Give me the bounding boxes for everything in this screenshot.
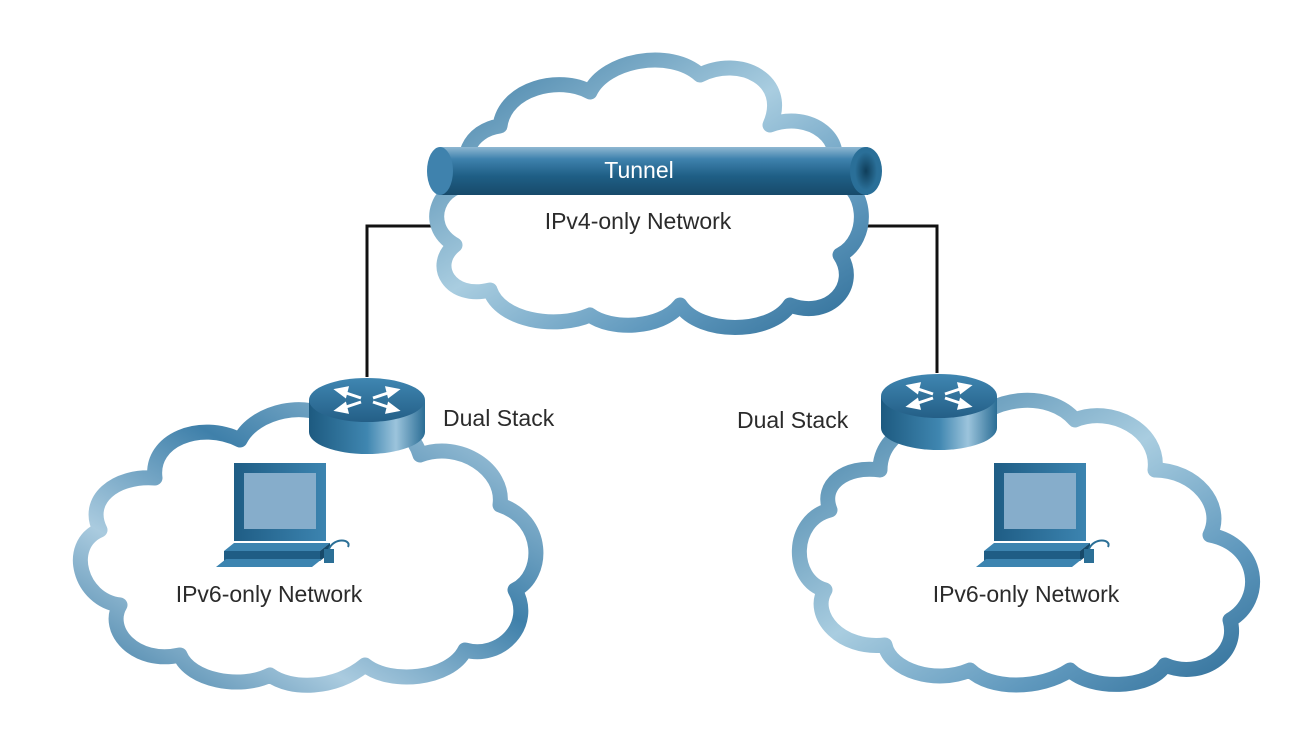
right-computer xyxy=(976,463,1110,567)
links xyxy=(365,224,939,377)
cloud-icon xyxy=(791,392,1260,693)
right-router-label: Dual Stack xyxy=(737,407,849,433)
right-router xyxy=(881,374,997,450)
tunnel-pipe: Tunnel xyxy=(427,147,882,195)
computer-icon xyxy=(976,463,1110,567)
left-router xyxy=(309,378,425,454)
right-ipv6-network-label: IPv6-only Network xyxy=(933,581,1120,607)
left-computer xyxy=(216,463,350,567)
right-ipv6-cloud xyxy=(791,392,1260,693)
left-ipv6-network-label: IPv6-only Network xyxy=(176,581,363,607)
tunnel-label: Tunnel xyxy=(604,157,673,183)
router-icon xyxy=(309,378,425,454)
left-router-label: Dual Stack xyxy=(443,405,555,431)
link-right-router-ipv4 xyxy=(860,224,939,373)
ipv4-network-label: IPv4-only Network xyxy=(545,208,732,234)
computer-icon xyxy=(216,463,350,567)
router-icon xyxy=(881,374,997,450)
tunnel-pipe-icon xyxy=(434,147,868,195)
link-left-router-ipv4 xyxy=(365,224,446,377)
